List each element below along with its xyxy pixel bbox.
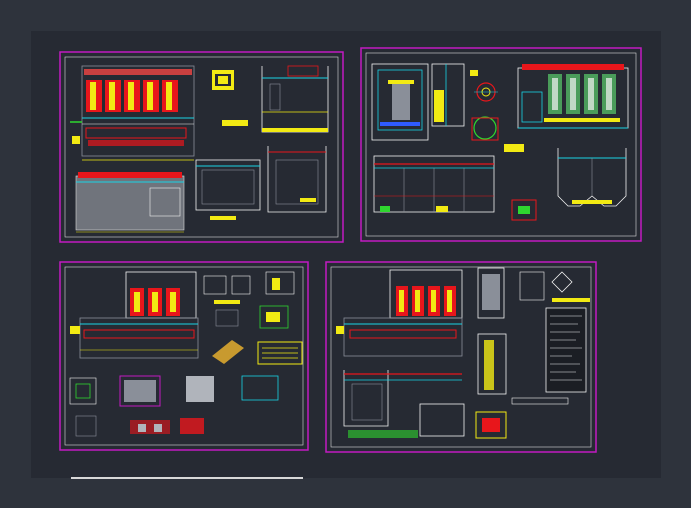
sheet-1-plan-view [70,65,195,161]
sheet-4-sections [343,267,590,439]
sheet-2-elevation [470,70,499,141]
sheet-3[interactable] [59,261,309,451]
sheet-3-frame [59,261,309,451]
sheet-2-sections [373,144,627,221]
sheet-1-inner-border [64,56,339,238]
sheet-4-notes-box [545,307,587,393]
sheet-2[interactable] [360,47,642,242]
sheet-1-section-a [75,172,185,233]
sheet-3-legend-box [257,341,303,365]
sheet-1-section-b [212,65,329,133]
sheet-3-plan-view [70,271,199,359]
sheet-3-details [69,271,295,437]
sheet-4[interactable] [325,261,597,453]
sheet-2-plan-view [371,63,465,141]
sheet-1-detail-block [195,146,327,220]
sheet-4-inner-border [330,266,592,448]
sheet-1-frame [59,51,344,243]
sheet-2-frame [360,47,642,242]
sheet-4-plan-view [336,269,463,357]
sheet-2-filter-units [517,64,629,129]
sheet-4-frame [325,261,597,453]
sheet-3-inner-border [64,266,304,446]
scale-rule [71,477,303,479]
sheet-1[interactable] [59,51,344,243]
sheet-2-inner-border [365,52,637,237]
